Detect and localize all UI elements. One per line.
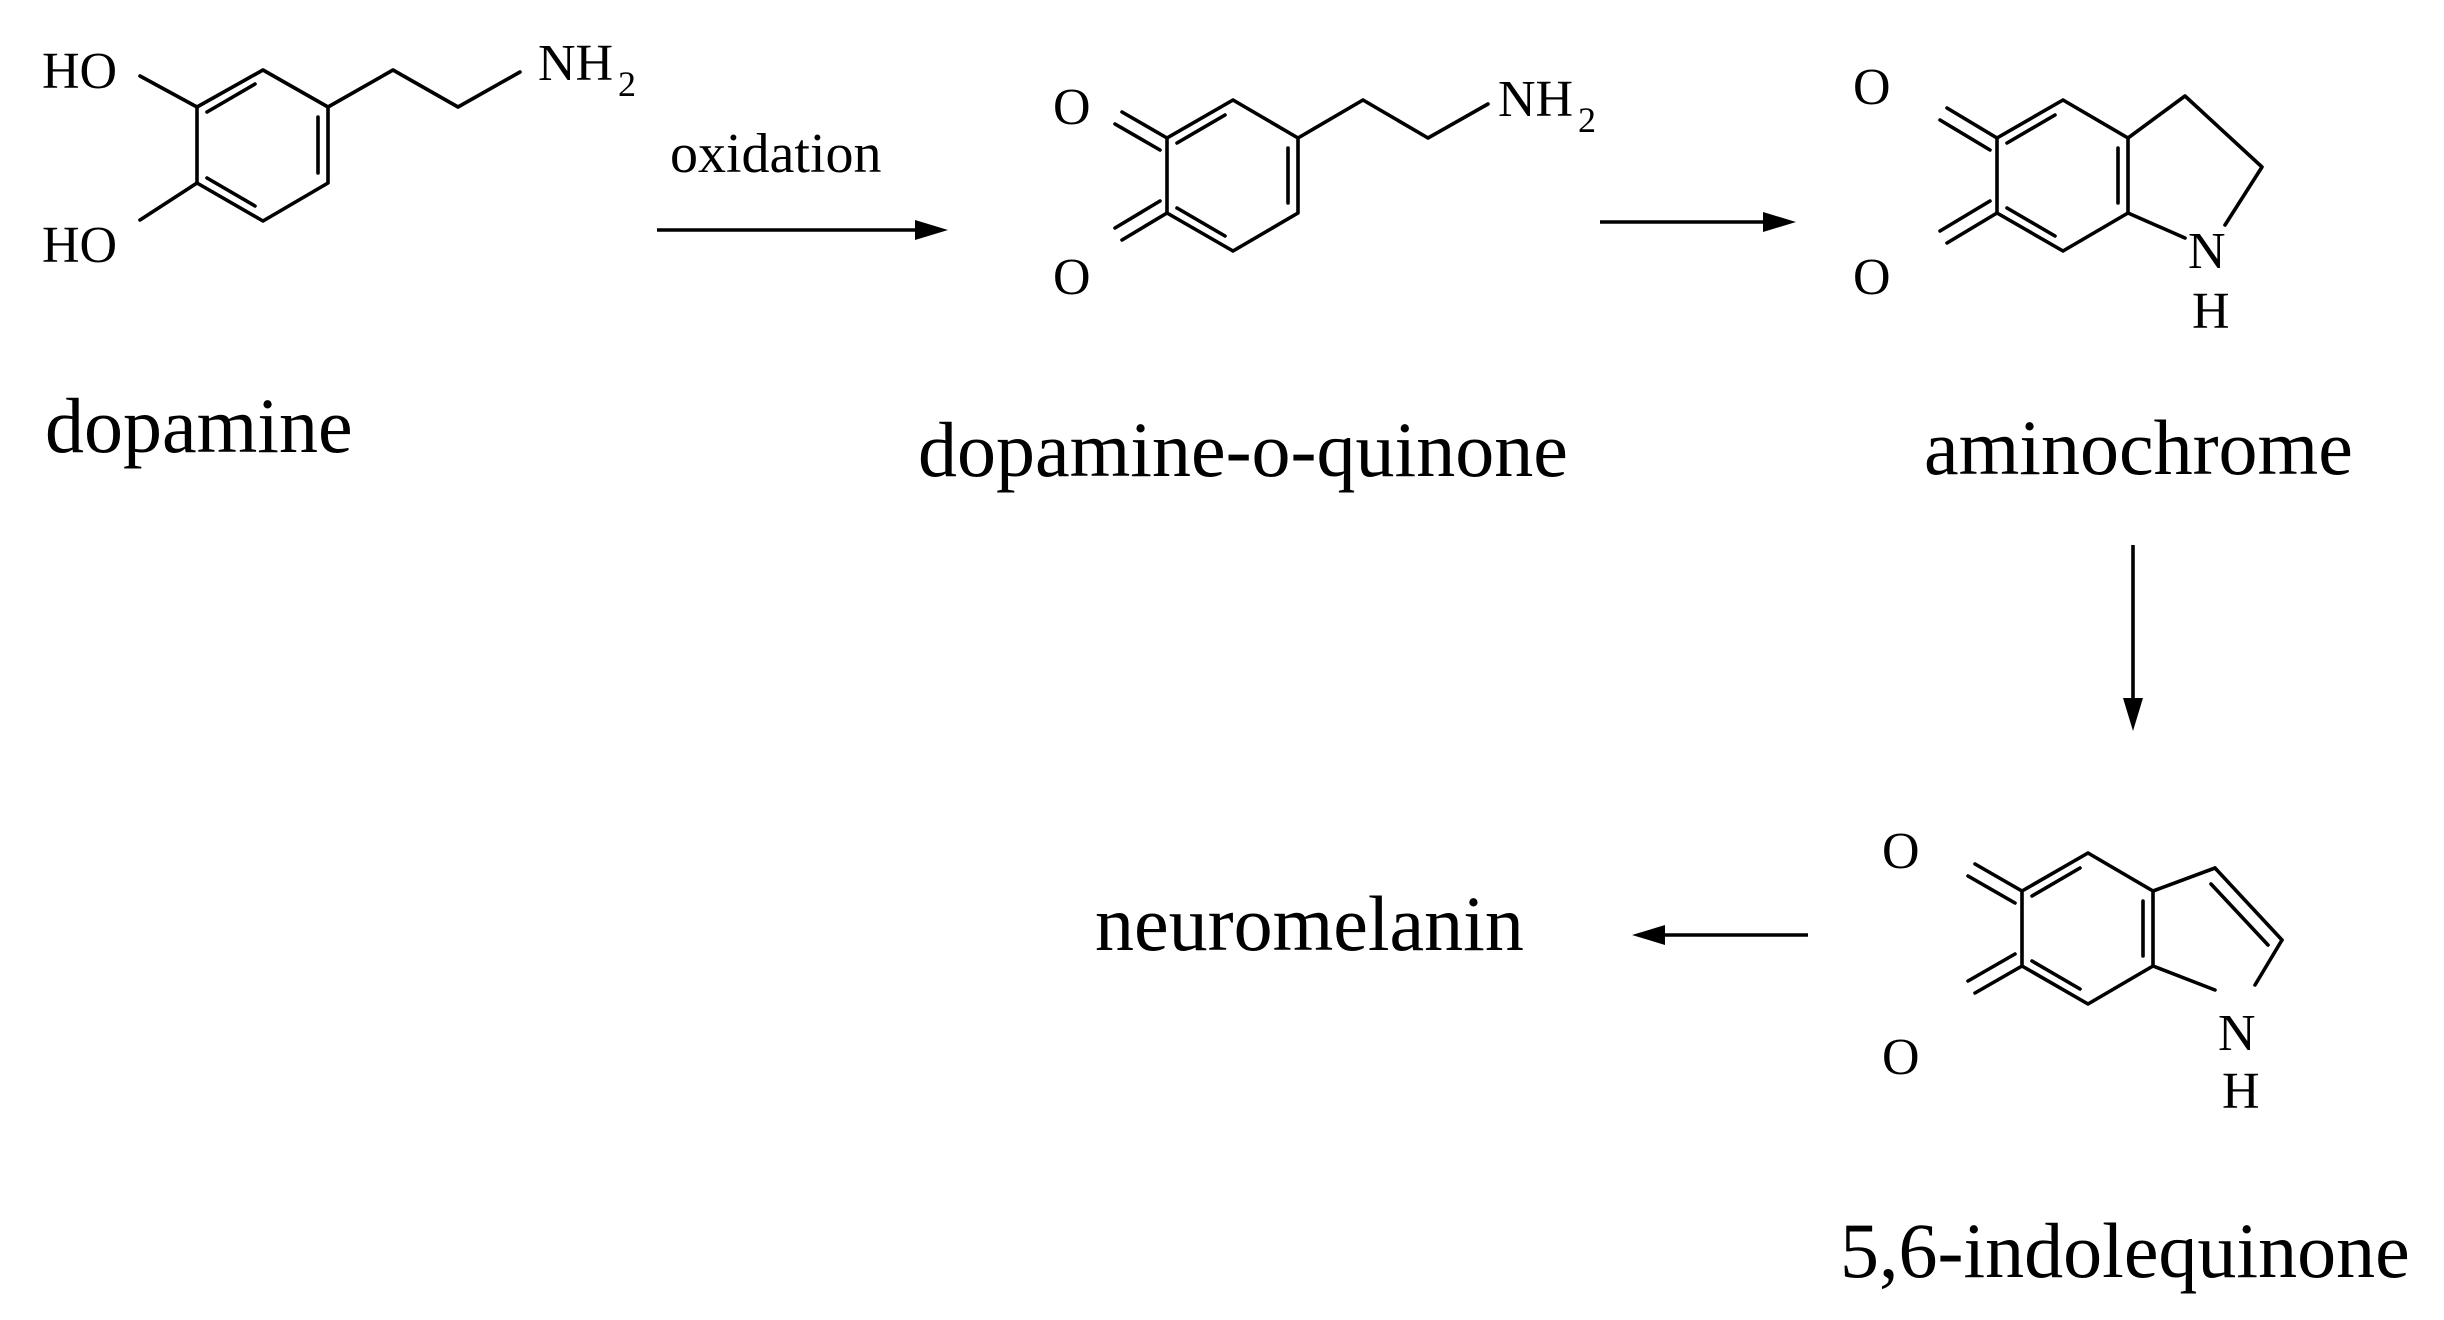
aminochrome-oxygen-top-label: O [1853, 59, 1891, 116]
indolequinone-to-neuromelanin-arrow [1632, 925, 1808, 945]
cyclization-arrow [1600, 212, 1796, 232]
aminochrome-label: aminochrome [1924, 404, 2353, 491]
indolequinone-nitrogen-label: N [2218, 1005, 2256, 1062]
dopamine-label: dopamine [45, 382, 353, 469]
aminochrome-to-indolequinone-arrow [2123, 545, 2143, 731]
oxidation-arrow [657, 220, 948, 240]
indolequinone-oxygen-bottom-label: O [1882, 1029, 1920, 1086]
indolequinone-hydrogen-label: H [2222, 1063, 2260, 1120]
aminochrome-oxygen-bottom-label: O [1853, 249, 1891, 306]
quinone-amine-label: NH [1498, 71, 1573, 128]
aminochrome-hydrogen-label: H [2192, 283, 2230, 340]
indolequinone-oxygen-top-label: O [1882, 823, 1920, 880]
aminochrome-structure: O O N H [1853, 59, 2264, 340]
quinone-amine-subscript: 2 [1578, 100, 1596, 140]
dopamine-o-quinone-label: dopamine-o-quinone [918, 406, 1568, 493]
dopamine-amine-subscript: 2 [618, 64, 636, 104]
quinone-oxygen-top-label: O [1053, 79, 1091, 136]
neuromelanin-label: neuromelanin [1095, 880, 1524, 967]
dopamine-oh-top-label: HO [42, 43, 117, 100]
dopamine-structure: HO HO NH 2 [42, 35, 636, 274]
dopamine-o-quinone-structure: O O NH 2 [1053, 71, 1596, 306]
oxidation-label: oxidation [670, 123, 882, 185]
quinone-oxygen-bottom-label: O [1053, 249, 1091, 306]
dopamine-amine-label: NH [538, 35, 613, 92]
aminochrome-nitrogen-label: N [2188, 223, 2226, 280]
dopamine-oh-bottom-label: HO [42, 217, 117, 274]
indolequinone-structure: O O N H [1882, 823, 2284, 1120]
indolequinone-label: 5,6-indolequinone [1840, 1207, 2410, 1294]
